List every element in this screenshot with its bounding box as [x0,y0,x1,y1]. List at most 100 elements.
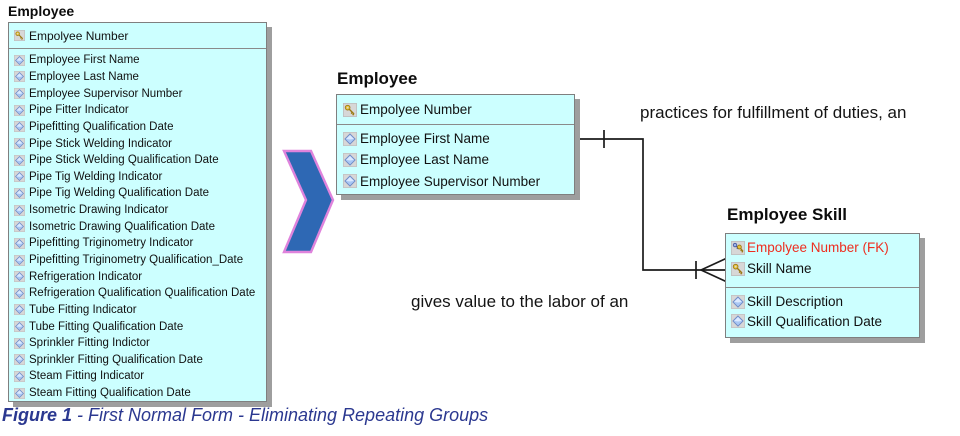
attribute-row: Isometric Drawing Indicator [9,202,266,219]
attribute-label: Pipe Stick Welding Qualification Date [29,154,219,167]
diamond-icon [14,204,25,216]
attribute-row: Pipe Stick Welding Qualification Date [9,152,266,169]
attribute-row: Refrigeration Indicator [9,268,266,285]
diamond-icon [14,287,25,299]
employee-entity-title: Employee [337,69,418,88]
crow-foot-many-icon [700,257,727,283]
attribute-label: Isometric Drawing Indicator [29,204,169,217]
foreign-key-row: Empolyee Number (FK) [726,237,919,258]
relationship-line [575,138,726,271]
diamond-icon [14,221,25,233]
diamond-icon [14,271,25,283]
diamond-icon [343,174,357,189]
diamond-icon [14,88,25,100]
diamond-icon [14,237,25,249]
key-attribute-divider [337,124,574,125]
attribute-row: Pipe Tig Welding Qualification Date [9,185,266,202]
foreign-key-icon [731,240,745,255]
attribute-label: Employee First Name [360,131,490,147]
unnormalized-entity-box: Empolyee Number Employee First Name [8,22,267,402]
attribute-row: Pipe Stick Welding Indicator [9,135,266,152]
attribute-row: Employee Last Name [9,69,266,86]
diamond-icon [14,304,25,316]
attribute-label: Pipe Stick Welding Indicator [29,137,172,150]
primary-key-area: Empolyee Number [9,23,266,48]
attribute-label: Isometric Drawing Qualification Date [29,220,215,233]
attribute-label: Employee First Name [29,54,140,67]
attribute-row: Tube Fitting Qualification Date [9,318,266,335]
attribute-row: Pipe Fitter Indicator [9,102,266,119]
key-icon [343,102,357,117]
attribute-row: Employee First Name [337,128,574,149]
attribute-row: Sprinkler Fitting Indictor [9,335,266,352]
attribute-label: Pipefitting Qualification Date [29,120,174,133]
attribute-row: Refrigeration Qualification Qualificatio… [9,285,266,302]
primary-key-label: Empolyee Number [360,102,472,117]
attribute-label: Refrigeration Qualification Qualificatio… [29,287,256,300]
diamond-icon [14,171,25,183]
diamond-icon [14,354,25,366]
key-attribute-divider [726,287,919,288]
transform-arrow-icon [282,149,335,254]
primary-key-area: Empolyee Number (FK) Skill Name [726,234,919,287]
attribute-row: Pipefitting Qualification Date [9,119,266,136]
primary-key-row: Empolyee Number [337,95,472,124]
diamond-icon [343,131,357,146]
diamond-icon [14,54,25,66]
attribute-label: Refrigeration Indicator [29,270,143,283]
diamond-icon [14,337,25,349]
attribute-row: Pipe Tig Welding Indicator [9,168,266,185]
attribute-row: Employee Supervisor Number [9,85,266,102]
attribute-label: Pipe Tig Welding Indicator [29,170,163,183]
employee-skill-entity-title: Employee Skill [727,205,847,224]
key-attribute-divider [9,48,266,49]
diamond-icon [14,138,25,150]
attribute-label: Sprinkler Fitting Qualification Date [29,353,203,366]
attribute-row: Steam Fitting Qualification Date [9,385,266,402]
attribute-label: Pipe Tig Welding Qualification Date [29,187,210,200]
attribute-label: Steam Fitting Indicator [29,370,145,383]
attribute-area: Employee First Name Employee Last Name [337,125,574,192]
attribute-label: Pipefitting Triginometry Indicator [29,237,194,250]
attribute-row: Employee Supervisor Number [337,171,574,192]
primary-key-row: Empolyee Number [9,23,128,48]
diamond-icon [14,154,25,166]
attribute-row: Steam Fitting Indicator [9,368,266,385]
diamond-icon [14,387,25,399]
attribute-row: Sprinkler Fitting Qualification Date [9,352,266,369]
relationship-child-label: gives value to the labor of an [411,292,629,311]
primary-key-row: Skill Name [726,258,919,279]
attribute-area: Skill Description Skill Qualification Da… [726,288,919,331]
attribute-label: Steam Fitting Qualification Date [29,387,191,400]
attribute-area: Employee First Name Employee Last Name [9,49,266,401]
primary-key-label: Skill Name [747,261,812,276]
attribute-label: Skill Qualification Date [747,313,883,329]
diamond-icon [14,121,25,133]
attribute-row: Pipefitting Triginometry Qualification_D… [9,252,266,269]
diamond-icon [14,187,25,199]
figure-caption-number: Figure 1 [2,405,73,425]
attribute-label: Employee Last Name [29,70,139,83]
attribute-row: Skill Qualification Date [726,312,919,332]
attribute-label: Employee Supervisor Number [360,173,541,189]
key-icon [14,30,25,41]
diamond-icon [731,314,745,329]
attribute-row: Employee First Name [9,52,266,69]
relationship-parent-label: practices for fulfillment of duties, an [640,103,907,122]
attribute-label: Sprinkler Fitting Indictor [29,337,150,350]
attribute-row: Isometric Drawing Qualification Date [9,218,266,235]
attribute-row: Tube Fitting Indicator [9,302,266,319]
diamond-icon [343,152,357,167]
employee-entity-box: Empolyee Number Employee First Name [336,94,575,195]
primary-key-label: Empolyee Number [29,28,129,43]
attribute-row: Skill Description [726,292,919,312]
diamond-icon [731,294,745,309]
foreign-key-label: Empolyee Number (FK) [747,240,889,255]
unnormalized-entity-title: Employee [8,3,75,19]
diamond-icon [14,254,25,266]
attribute-row: Employee Last Name [337,149,574,170]
attribute-row: Pipefitting Triginometry Indicator [9,235,266,252]
diamond-icon [14,104,25,116]
figure-caption-text: - First Normal Form - Eliminating Repeat… [72,405,489,425]
